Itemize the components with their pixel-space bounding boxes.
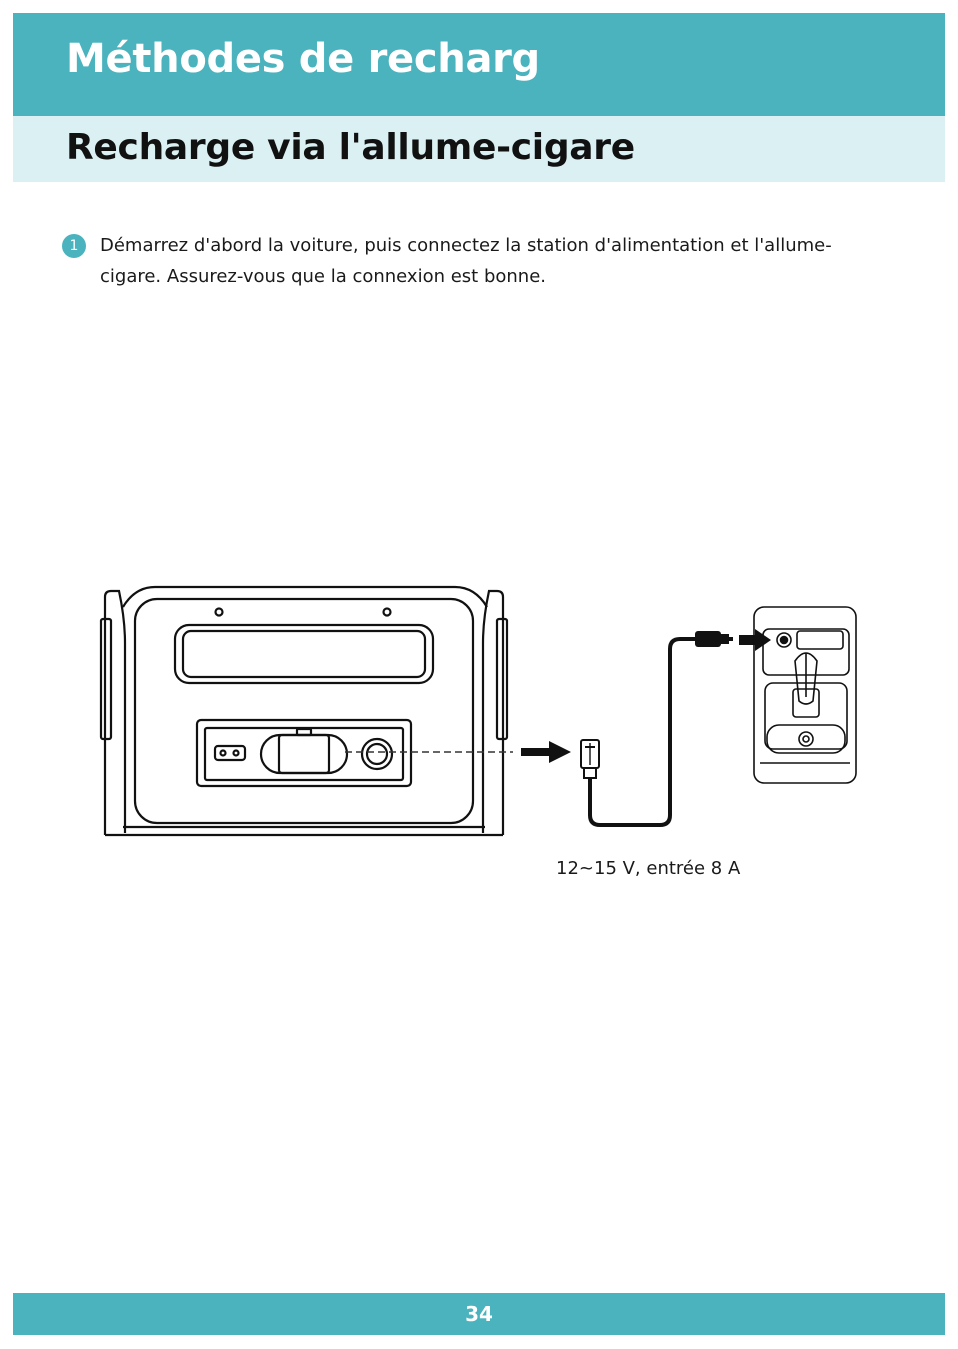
arrow-right-icon xyxy=(521,741,571,763)
page-title: Méthodes de recharg xyxy=(66,37,540,81)
power-station-illustration xyxy=(101,587,507,835)
car-charger-cable-illustration xyxy=(581,631,733,825)
arrow-right-icon xyxy=(739,629,771,651)
header-bar: Méthodes de recharg xyxy=(13,13,945,116)
car-console-illustration xyxy=(754,607,856,783)
page-number: 34 xyxy=(13,1293,945,1335)
step-text: Démarrez d'abord la voiture, puis connec… xyxy=(100,230,840,292)
section-title: Recharge via l'allume-cigare xyxy=(66,128,635,168)
step-number-badge: 1 xyxy=(62,234,86,258)
charging-diagram xyxy=(95,583,865,843)
footer-bar: 34 xyxy=(13,1293,945,1335)
diagram-caption: 12~15 V, entrée 8 A xyxy=(556,858,740,879)
section-bar: Recharge via l'allume-cigare xyxy=(13,116,945,182)
